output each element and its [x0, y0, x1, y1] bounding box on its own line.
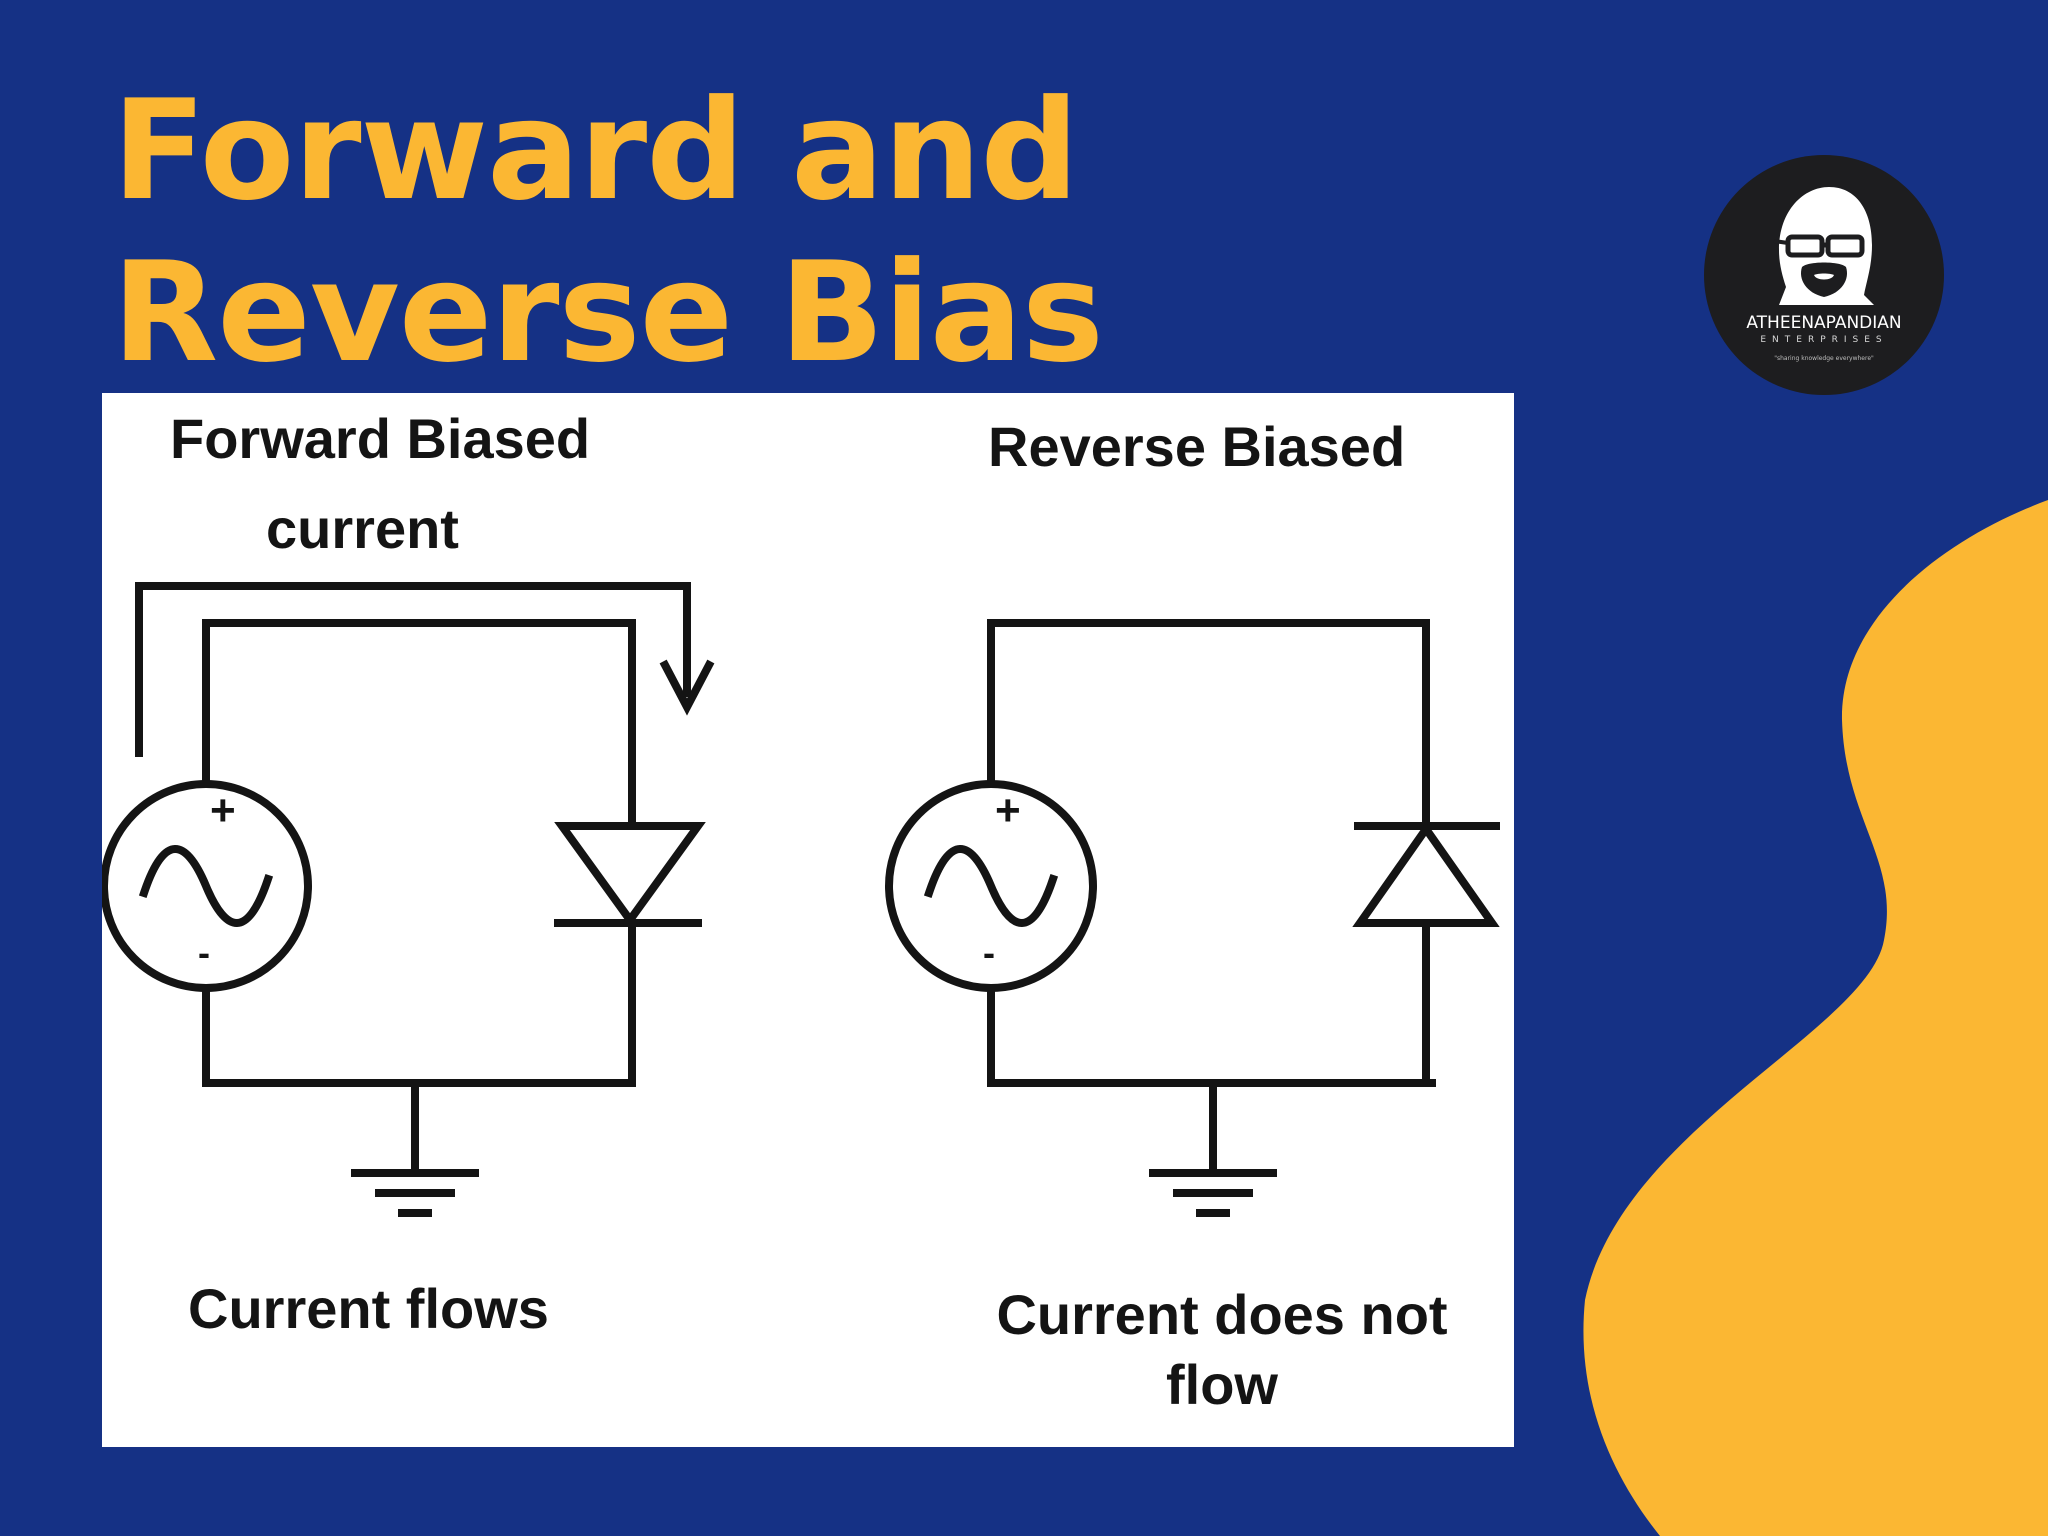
- forward-minus-sign: -: [198, 932, 210, 973]
- forward-top-wire: [202, 619, 636, 827]
- current-label: current: [266, 497, 459, 560]
- current-arrow-head: [659, 659, 715, 716]
- bald-man-face-icon: [1773, 187, 1874, 305]
- reverse-diode-triangle: [1352, 822, 1500, 927]
- title-line-1: Forward and: [112, 70, 1079, 231]
- forward-sine-wave: [138, 845, 274, 927]
- reverse-bottom-wire: [987, 984, 1436, 1087]
- reverse-plus-sign: +: [995, 786, 1021, 835]
- forward-diode-triangle: [554, 822, 706, 927]
- forward-biased-title: Forward Biased: [170, 407, 591, 470]
- forward-ac-source: [102, 780, 312, 992]
- reverse-biased-title: Reverse Biased: [988, 415, 1406, 478]
- forward-circuit: [102, 582, 715, 1217]
- circuit-diagram: + - + -: [102, 582, 1500, 1217]
- forward-plus-sign: +: [210, 786, 236, 835]
- reverse-caption-line-2: flow: [1166, 1353, 1278, 1416]
- logo-subtitle: ENTERPRISES: [1760, 335, 1888, 345]
- forward-bottom-wire: [202, 984, 636, 1087]
- reverse-ac-source: [885, 780, 1097, 992]
- logo-name: ATHEENAPANDIAN: [1746, 313, 1902, 333]
- reverse-circuit: [885, 619, 1500, 1217]
- reverse-top-wire: [987, 619, 1430, 830]
- circuit-diagram-panel: + - + - Forward Biased current Current f…: [102, 393, 1514, 1447]
- reverse-sine-wave: [923, 845, 1059, 927]
- brand-logo: ATHEENAPANDIAN ENTERPRISES "sharing know…: [1704, 155, 1944, 395]
- logo-tagline: "sharing knowledge everywhere": [1774, 355, 1874, 362]
- current-arrow-line: [135, 582, 691, 757]
- forward-caption: Current flows: [188, 1277, 549, 1340]
- reverse-caption-line-1: Current does not: [996, 1283, 1448, 1346]
- title-line-2: Reverse Bias: [112, 232, 1104, 393]
- page-title: Forward and Reverse Bias: [112, 70, 1104, 394]
- reverse-minus-sign: -: [983, 932, 995, 973]
